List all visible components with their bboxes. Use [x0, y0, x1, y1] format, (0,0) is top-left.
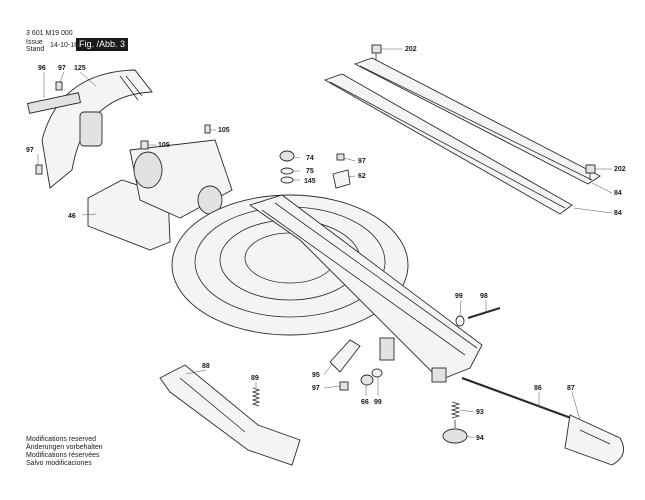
- notice-line-fr: Modifications réservées: [26, 452, 100, 459]
- screw-97-lower: [339, 381, 349, 391]
- part-label-145: 145: [304, 178, 316, 185]
- notice-line-en: Modifications reserved: [26, 436, 97, 443]
- turntable-arm: [248, 194, 483, 383]
- part-label-97-guard: 97: [58, 65, 66, 72]
- screw-97-guard: [55, 81, 63, 91]
- saw-base: [87, 139, 233, 251]
- washer-75: [280, 167, 294, 175]
- part-label-99-lower: 99: [374, 399, 382, 406]
- bolt-98: [467, 307, 501, 319]
- part-label-88: 88: [202, 363, 210, 370]
- part-label-98: 98: [480, 293, 488, 300]
- nut-74: [279, 150, 295, 162]
- angle-guard-plate: [26, 69, 153, 189]
- part-label-93: 93: [476, 409, 484, 416]
- part-label-62: 62: [358, 173, 366, 180]
- screw-202-top: [371, 44, 382, 60]
- part-label-99-right: 99: [455, 293, 463, 300]
- issue-label: Issue: [26, 39, 43, 46]
- part-label-97-center: 97: [358, 158, 366, 165]
- part-label-105-upper: 105: [218, 127, 230, 134]
- lock-lever: [159, 364, 301, 466]
- part-label-87: 87: [567, 385, 575, 392]
- guide-rail-lower: [323, 73, 573, 215]
- guide-rail-upper: [353, 57, 601, 185]
- washer-99-right: [455, 315, 465, 327]
- bracket-62: [332, 169, 351, 189]
- locking-rod: [461, 376, 591, 427]
- bracket-95: [329, 339, 361, 373]
- part-label-125: 125: [74, 65, 86, 72]
- part-label-97-lower: 97: [312, 385, 320, 392]
- screw-105-left: [140, 140, 149, 150]
- stand-label: Stand: [26, 46, 45, 53]
- part-label-46: 46: [68, 213, 76, 220]
- screw-97-center: [336, 153, 345, 161]
- modifications-notice: Modifications reserved Änderungen vorbeh…: [26, 436, 103, 468]
- part-label-202-right: 202: [614, 166, 626, 173]
- notice-line-es: Salvo modificaciones: [26, 460, 92, 467]
- part-label-66: 66: [361, 399, 369, 406]
- pin-105-upper: [204, 124, 211, 134]
- issue-date: 14-10-16: [50, 42, 79, 49]
- adjust-knob: [442, 401, 468, 444]
- part-label-84-upper: 84: [614, 190, 622, 197]
- part-label-202-top: 202: [405, 46, 417, 53]
- part-label-74: 74: [306, 155, 314, 162]
- part-label-75: 75: [306, 168, 314, 175]
- part-label-97-left: 97: [26, 147, 34, 154]
- figure-label: Fig. /Abb. 3: [76, 38, 128, 51]
- locking-handle: [564, 414, 625, 466]
- part-label-96: 96: [38, 65, 46, 72]
- washer-145: [280, 176, 294, 184]
- part-label-94: 94: [476, 435, 484, 442]
- screw-97-left: [35, 164, 43, 175]
- document-code: 3 601 M19 000: [26, 30, 73, 37]
- washer-99-lower: [371, 368, 383, 378]
- part-label-89: 89: [251, 375, 259, 382]
- notice-line-de: Änderungen vorbehalten: [26, 444, 103, 451]
- part-label-84-lower: 84: [614, 210, 622, 217]
- part-label-105-left: 105: [158, 142, 170, 149]
- part-label-95: 95: [312, 372, 320, 379]
- part-label-86: 86: [534, 385, 542, 392]
- spring-89: [251, 387, 261, 407]
- nut-66: [360, 374, 374, 386]
